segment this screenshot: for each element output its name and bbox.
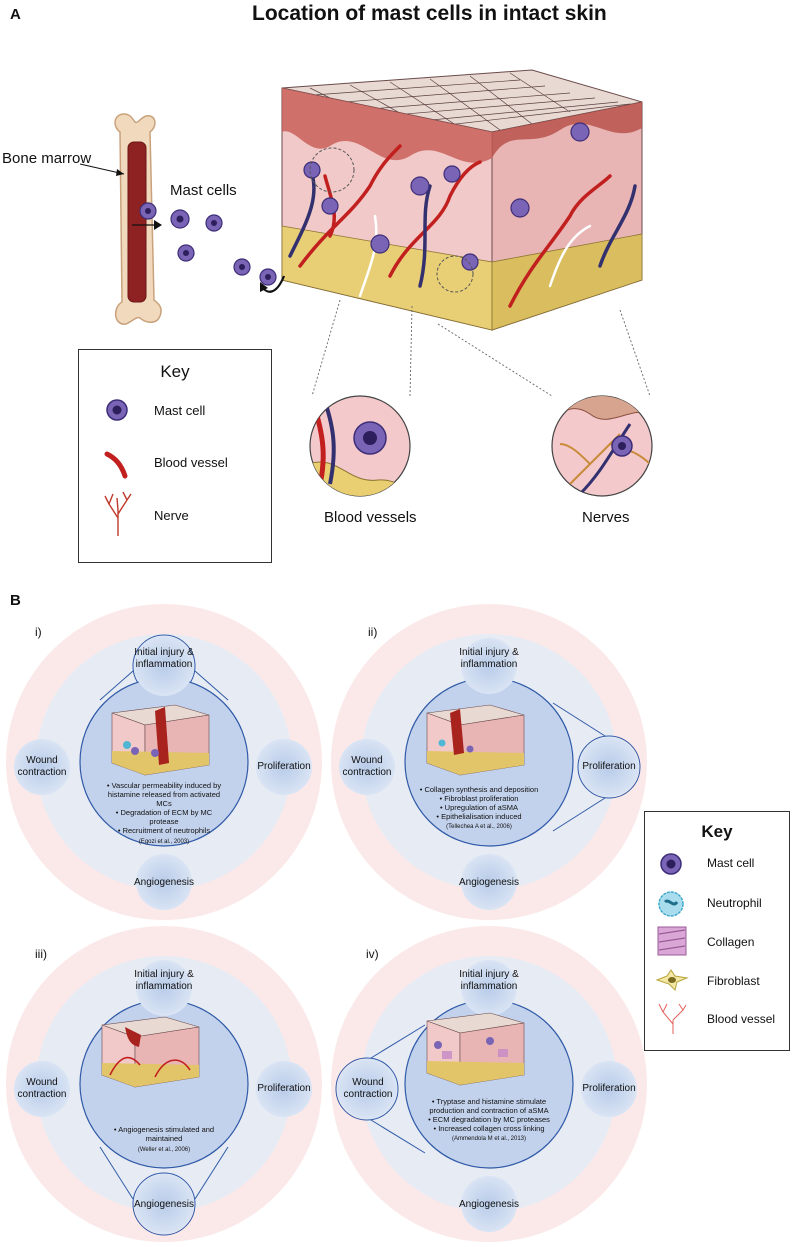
diagram-i-stage-contraction: Wound contraction — [17, 755, 67, 778]
diagram-ii-stage-contraction: Wound contraction — [342, 755, 392, 778]
diagram-iv-text: • Tryptase and histamine stimulate produ… — [420, 1097, 558, 1142]
diagram-i-bullet: • Recruitment of neutrophils — [117, 826, 211, 835]
diagram-i-citation: (Egozi et al., 2003) — [138, 839, 190, 845]
diagram-i-roman: i) — [35, 625, 42, 639]
panel-b-key-title: Key — [701, 822, 733, 841]
magnification-connectors — [311, 299, 651, 397]
diagram-iv-skin-block — [426, 1012, 525, 1086]
diagram-ii-citation: (Tellechea A et al., 2006) — [446, 824, 512, 830]
diagram-ii-bullet: • Epithelialisation induced — [436, 812, 522, 821]
diagram-iii: Initial injury & inflammation Proliferat… — [5, 925, 323, 1243]
blood-vessel-icon — [658, 1003, 687, 1034]
blood-vessel-icon — [104, 451, 128, 479]
diagram-iv-stage-injury: Initial injury & inflammation — [459, 969, 519, 992]
circulating-mast-cells — [139, 202, 277, 286]
panel-b-key: Key Mast cell Neutrophil Collagen Fibrob… — [644, 811, 790, 1051]
skin-block-illustration — [281, 69, 643, 331]
panel-a-title: Location of mast cells in intact skin — [252, 2, 607, 25]
diagram-iii-text: • Angiogenesis stimulated and maintained… — [101, 1125, 227, 1153]
panel-a-key-blood-vessel: Blood vessel — [154, 455, 228, 470]
diagram-ii-stage-injury: Initial injury & inflammation — [459, 647, 519, 670]
panel-b-key-neutrophil: Neutrophil — [707, 896, 762, 910]
nerves-magnified — [551, 395, 653, 497]
mast-cell-icon — [106, 399, 128, 421]
panel-a-key-mast-cell: Mast cell — [154, 403, 206, 418]
diagram-iii-stage-injury: Initial injury & inflammation — [134, 969, 194, 992]
diagram-iii-bullet: • Angiogenesis stimulated and maintained — [113, 1125, 215, 1143]
return-arrow — [260, 275, 286, 293]
panel-b-key-blood-vessel: Blood vessel — [707, 1012, 776, 1026]
diagram-iv-roman: iv) — [366, 947, 379, 961]
diagram-i-stage-angiogenesis: Angiogenesis — [133, 877, 195, 888]
panel-a-key: Key Mast cell Blood vessel Nerve — [78, 349, 272, 563]
neutrophil-icon — [658, 891, 684, 917]
diagram-ii-skin-block — [426, 704, 525, 776]
mast-cell-icon — [660, 853, 682, 875]
fibroblast-icon — [655, 969, 689, 991]
mast-cells-label: Mast cells — [170, 182, 237, 199]
panel-b-key-fibroblast: Fibroblast — [707, 974, 760, 988]
diagram-ii-bullet: • Collagen synthesis and deposition — [419, 785, 539, 794]
diagram-i: Initial injury & inflammation Proliferat… — [5, 603, 323, 921]
diagram-i-stage-proliferation: Proliferation — [257, 761, 311, 772]
diagram-i-background — [6, 604, 322, 920]
diagram-ii-stage-proliferation: Proliferation — [582, 761, 636, 772]
diagram-ii-bullet: • Fibroblast proliferation — [439, 794, 519, 803]
diagram-iv-bullet: • ECM degradation by MC proteases — [428, 1115, 550, 1124]
diagram-iii-skin-block — [101, 1016, 200, 1088]
diagram-i-bullet: • Vascular permeability induced by hista… — [106, 781, 222, 808]
diagram-iv-bullet: • Increased collagen cross linking — [433, 1124, 545, 1133]
diagram-i-skin-block — [111, 704, 210, 776]
blood-vessels-magnified — [309, 395, 411, 497]
diagram-ii-roman: ii) — [368, 625, 378, 639]
diagram-iii-roman: iii) — [35, 947, 47, 961]
diagram-i-bullet: • Degradation of ECM by MC protease — [115, 808, 213, 826]
diagram-ii-background — [331, 604, 647, 920]
diagram-ii: Initial injury & inflammation Proliferat… — [330, 603, 648, 921]
diagram-ii-bullet: • Upregulation of aSMA — [439, 803, 519, 812]
diagram-iv-stage-proliferation: Proliferation — [582, 1083, 636, 1094]
collagen-icon — [657, 926, 687, 956]
diagram-iii-citation: (Weller et al., 2006) — [137, 1147, 191, 1153]
blood-vessels-label: Blood vessels — [324, 509, 417, 526]
panel-b-key-collagen: Collagen — [707, 935, 755, 949]
diagram-ii-text: • Collagen synthesis and deposition • Fi… — [416, 785, 542, 830]
bone-marrow-pointer — [79, 163, 125, 176]
diagram-ii-stage-angiogenesis: Angiogenesis — [458, 877, 520, 888]
diagram-iii-background — [6, 926, 322, 1242]
diagram-iv: Initial injury & inflammation Proliferat… — [330, 925, 648, 1243]
diagram-iii-stage-proliferation: Proliferation — [257, 1083, 311, 1094]
diagram-iv-bullet: • Tryptase and histamine stimulate produ… — [429, 1097, 549, 1115]
panel-a-letter: A — [10, 6, 21, 23]
panel-b-key-mast-cell: Mast cell — [707, 856, 755, 870]
panel-b-letter: B — [10, 592, 21, 609]
nerve-icon — [104, 491, 132, 536]
diagram-i-stage-injury: Initial injury & inflammation — [134, 647, 194, 670]
bone-illustration — [114, 113, 162, 325]
diagram-iv-background — [331, 926, 647, 1242]
diagram-iii-stage-angiogenesis: Angiogenesis — [133, 1199, 195, 1210]
nerves-label: Nerves — [582, 509, 630, 526]
panel-a-key-title: Key — [160, 362, 190, 381]
panel-a-key-nerve: Nerve — [154, 508, 189, 523]
bone-marrow-label: Bone marrow — [2, 150, 92, 167]
diagram-iv-citation: (Ammendola M et al., 2013) — [451, 1136, 527, 1142]
diagram-iii-stage-contraction: Wound contraction — [17, 1077, 67, 1100]
egress-arrow — [132, 220, 162, 230]
diagram-i-text: • Vascular permeability induced by hista… — [101, 781, 227, 845]
diagram-iv-stage-contraction: Wound contraction — [343, 1077, 393, 1100]
diagram-iv-stage-angiogenesis: Angiogenesis — [458, 1199, 520, 1210]
